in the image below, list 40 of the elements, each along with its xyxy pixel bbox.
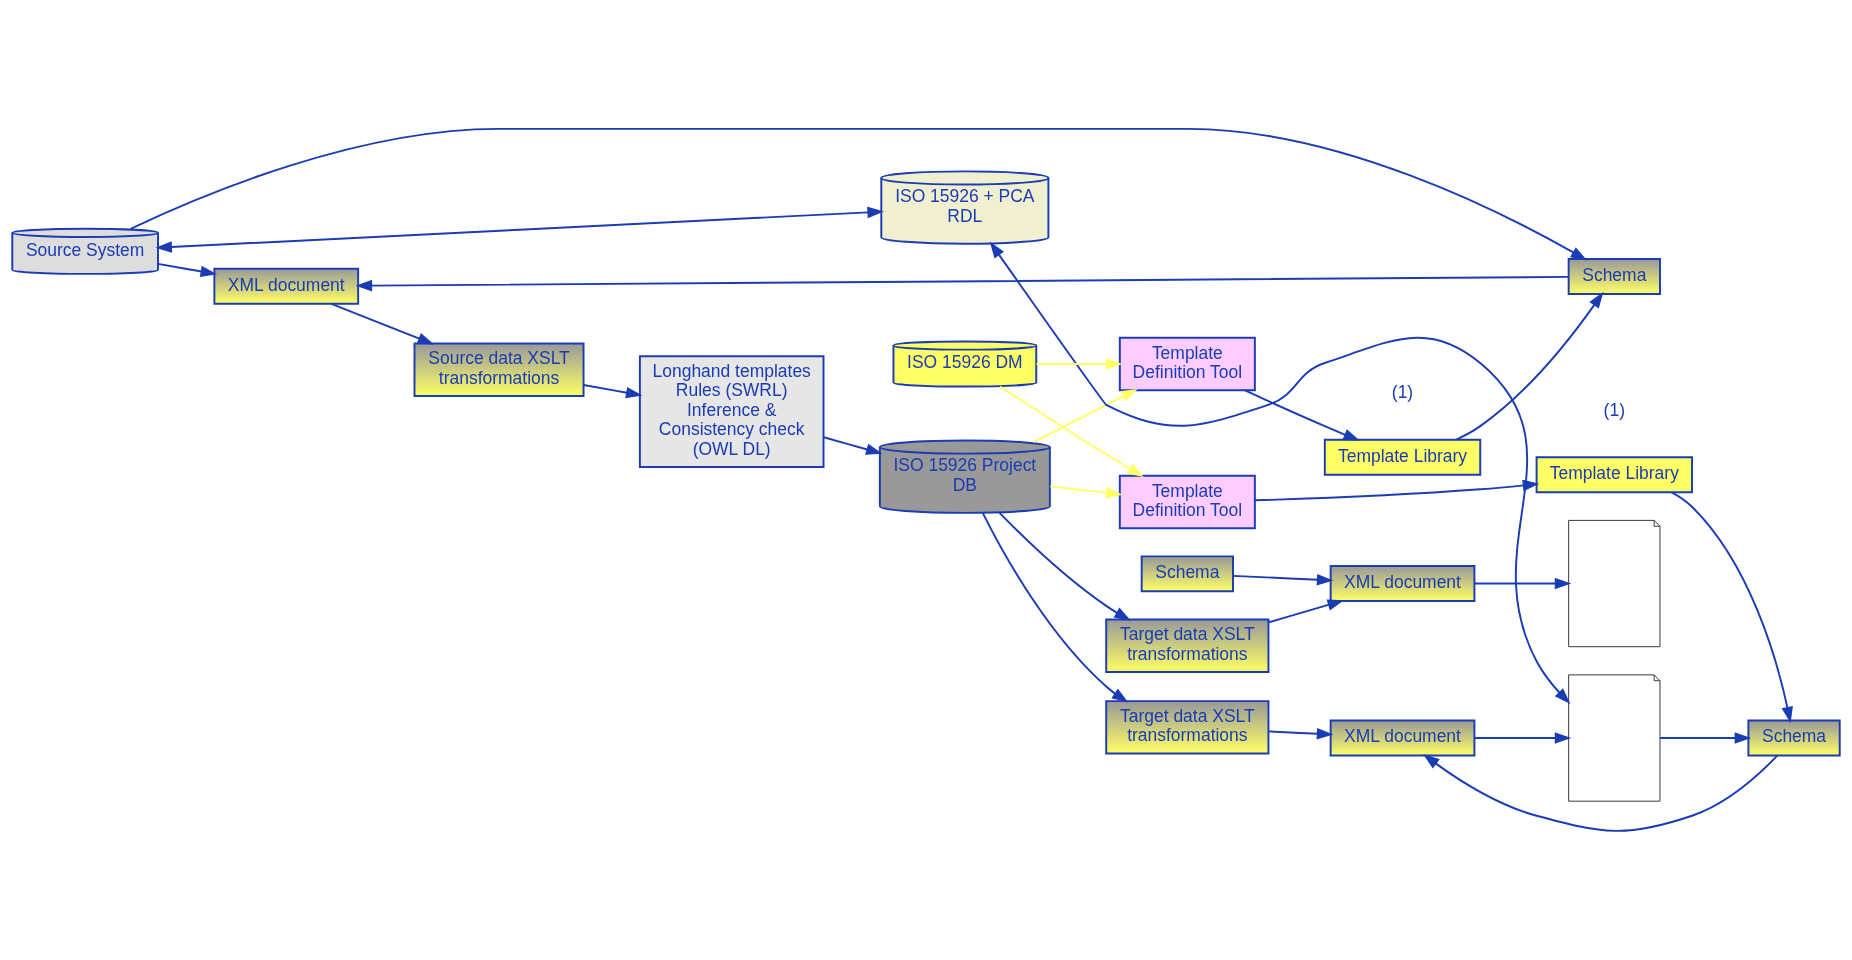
arrow xyxy=(999,385,1144,478)
arrow xyxy=(1423,754,1779,832)
node-box: Schema xyxy=(1567,258,1661,295)
arrow xyxy=(1267,728,1334,740)
arrow xyxy=(129,127,1588,261)
node-box: Template Definition Tool xyxy=(1118,336,1256,392)
node-box: Template Definition Tool xyxy=(1118,474,1256,530)
node-box: Template Library xyxy=(1535,456,1693,494)
node-box: Longhand templates Rules (SWRL) Inference & Consistency check (OWL DL) xyxy=(638,355,825,468)
arrow xyxy=(989,241,1571,705)
arrow xyxy=(1473,732,1572,744)
node-box: Schema xyxy=(1747,719,1841,757)
arrow xyxy=(1659,732,1752,744)
node-box: Schema xyxy=(1140,555,1234,593)
arrow xyxy=(1035,358,1123,370)
arrow xyxy=(1232,573,1334,586)
node-box: XML document xyxy=(1329,719,1476,757)
node-box: Source data XSLT transformations xyxy=(413,342,585,398)
arrow xyxy=(1670,491,1793,724)
arrow xyxy=(1267,599,1345,624)
node-box: Target data XSLT transformations xyxy=(1105,618,1270,673)
node-box: XML document xyxy=(1329,565,1476,602)
arrow xyxy=(157,262,218,278)
arrow xyxy=(355,275,1570,292)
node-label: (1) xyxy=(1391,382,1414,403)
arrow xyxy=(998,511,1131,621)
arrow xyxy=(582,384,643,399)
arrow xyxy=(1473,577,1572,590)
arrow xyxy=(1032,388,1138,444)
arrow xyxy=(155,206,884,253)
node-box: XML document xyxy=(213,267,360,305)
arrow xyxy=(981,512,1129,703)
node-box: Template Library xyxy=(1323,438,1482,476)
node-label: (1) xyxy=(1603,399,1625,420)
node-box: Target data XSLT transformations xyxy=(1105,700,1270,755)
arrow xyxy=(822,436,883,455)
arrow xyxy=(330,302,435,345)
arrow xyxy=(1243,389,1360,441)
arrow xyxy=(1455,291,1604,441)
arrow xyxy=(1049,485,1123,499)
